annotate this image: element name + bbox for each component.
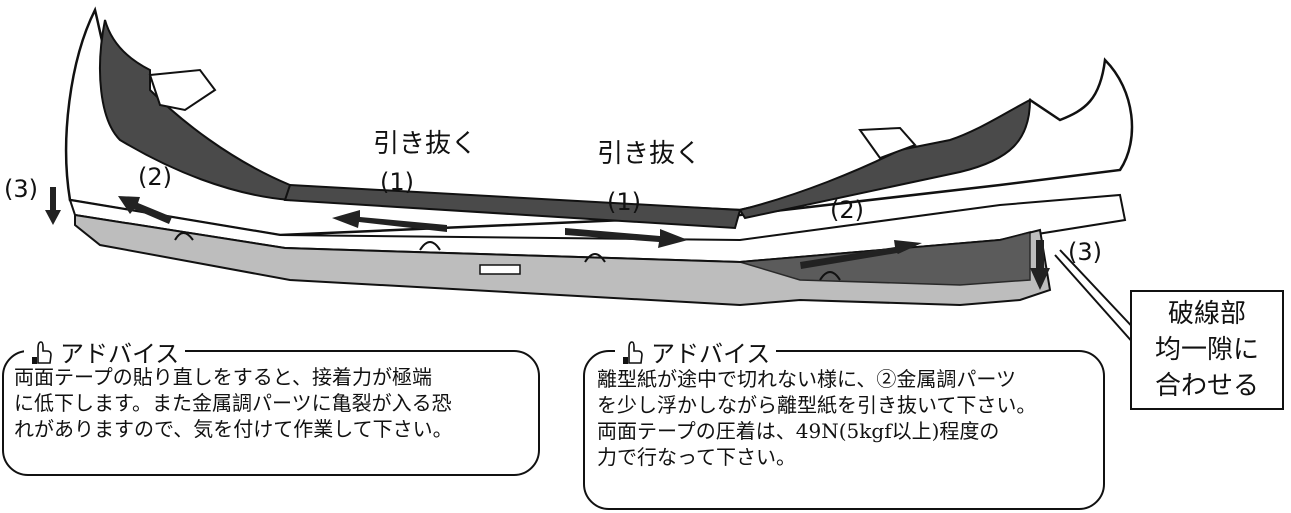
- tab-right: [858, 126, 917, 160]
- callout-leader-2: [1059, 249, 1141, 336]
- arrow-right-2: [800, 240, 922, 269]
- advice-box-left: アドバイス 両面テープの貼り直しをすると、接着力が極端 に低下します。また金属調…: [2, 334, 540, 476]
- arrow-down-right: [1030, 240, 1050, 290]
- hand-pointer-icon: [32, 340, 52, 364]
- arrows: [45, 187, 1050, 290]
- arrow-right-1: [565, 228, 688, 248]
- bumper-inner-right: [738, 98, 1032, 220]
- arrow-left-2: [118, 196, 172, 224]
- label-step3-left: (3): [4, 175, 38, 203]
- hand-pointer-icon: [623, 340, 643, 364]
- clip-4: [819, 271, 841, 281]
- label-step2-left: (2): [138, 163, 172, 191]
- label-step1-left: (1): [380, 168, 414, 196]
- label-step1-right: (1): [607, 188, 641, 216]
- clip-1: [174, 232, 194, 241]
- advice-box-right: アドバイス 離型紙が途中で切れない様に、②金属調パーツ を少し浮かしながら離型紙…: [583, 334, 1105, 510]
- tab-left: [148, 68, 217, 112]
- advice-body-right: 離型紙が途中で切れない様に、②金属調パーツ を少し浮かしながら離型紙を引き抜いて…: [597, 367, 1037, 469]
- label-pull-left: 引き抜く: [373, 129, 478, 159]
- lip-slot: [479, 264, 521, 275]
- clip-2: [419, 241, 441, 251]
- arrow-down-left: [45, 187, 61, 225]
- clip-3: [584, 253, 606, 263]
- advice-title-right: アドバイス: [615, 334, 777, 369]
- advice-body-left: 両面テープの貼り直しをすると、接着力が極端 に低下します。また金属調パーツに亀裂…: [14, 365, 453, 441]
- advice-title-left: アドバイス: [24, 334, 186, 369]
- bumper-inner-center: [283, 183, 742, 230]
- lip-dark-right: [739, 231, 1031, 286]
- label-step2-right: (2): [830, 196, 864, 224]
- callout-box: 破線部 均一隙に 合わせる: [1130, 290, 1284, 410]
- label-step3-right: (3): [1068, 238, 1102, 266]
- label-pull-right: 引き抜く: [597, 139, 702, 169]
- callout-leader: [1054, 254, 1136, 346]
- arrow-left-1: [332, 210, 447, 232]
